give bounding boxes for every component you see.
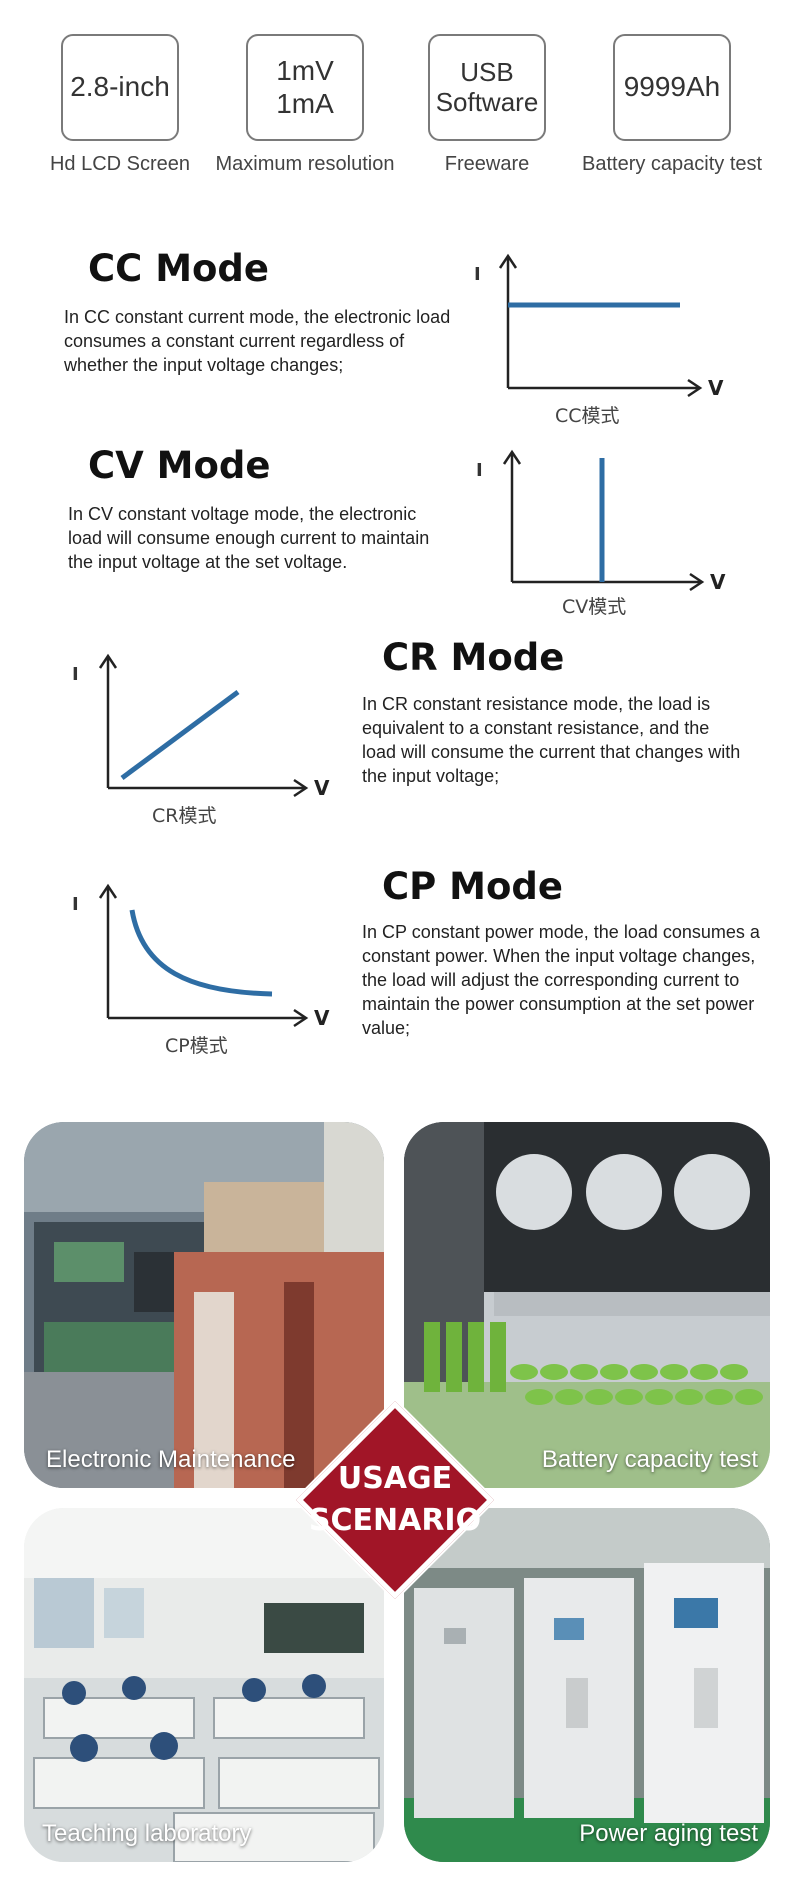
cv-mode-title: CV Mode <box>88 444 271 487</box>
cr-mode-description: In CR constant resistance mode, the load… <box>362 694 741 786</box>
spec-battery-value: 9999Ah <box>623 71 721 103</box>
spec-resolution-box: 1mV 1mA <box>246 34 364 141</box>
spec-software-caption: Freeware <box>444 153 530 175</box>
spec-resolution-value-2: 1mA <box>276 87 334 119</box>
cr-mode-graph: I V CR模式 <box>60 650 350 830</box>
spec-battery-box: 9999Ah <box>613 34 731 141</box>
cp-curve <box>129 909 273 997</box>
cr-axis-i-label: I <box>72 664 79 685</box>
tile-teaching-laboratory-label: Teaching laboratory <box>42 1820 252 1847</box>
tile-power-aging-test: Power aging test <box>404 1508 770 1862</box>
spec-screen: 2.8-inch Hd LCD Screen <box>30 34 210 176</box>
spec-screen-value: 2.8-inch <box>70 71 170 103</box>
cp-axis-v-label: V <box>314 1006 330 1030</box>
cp-mode-description: In CP constant power mode, the load cons… <box>362 922 760 1038</box>
spec-software-value-2: Software <box>435 86 539 117</box>
spec-software-value-1: USB <box>460 56 514 87</box>
cr-curve <box>120 689 240 781</box>
tile-electronic-maintenance-label: Electronic Maintenance <box>46 1446 296 1473</box>
cp-axis-i-label: I <box>72 894 79 915</box>
spec-resolution-caption: Maximum resolution <box>215 153 395 175</box>
cv-mode-description: In CV constant voltage mode, the electro… <box>68 504 430 572</box>
cv-mode-graph: I V CV模式 <box>462 448 742 628</box>
cp-mode-graph: I V CP模式 <box>60 880 350 1060</box>
spec-software: USB Software Freeware <box>397 34 577 176</box>
cv-axis-v-label: V <box>710 570 726 594</box>
cc-axis-i-label: I <box>474 264 481 285</box>
tile-power-aging-test-label: Power aging test <box>579 1820 758 1847</box>
cr-mode-title: CR Mode <box>382 636 565 679</box>
electronic-maintenance-photo <box>24 1122 384 1488</box>
spec-battery-caption: Battery capacity test <box>582 153 763 175</box>
spec-resolution: 1mV 1mA Maximum resolution <box>215 34 395 176</box>
battery-capacity-test-photo <box>404 1122 770 1488</box>
usage-scenario-text: USAGE SCENARIO <box>295 1458 495 1542</box>
spec-screen-caption: Hd LCD Screen <box>49 153 191 175</box>
spec-screen-box: 2.8-inch <box>61 34 179 141</box>
cc-axis-v-label: V <box>708 376 724 400</box>
usage-scenario-line2: SCENARIO <box>308 1503 482 1538</box>
cr-axis-v-label: V <box>314 776 330 800</box>
tile-teaching-laboratory: Teaching laboratory <box>24 1508 384 1862</box>
cp-mode-title: CP Mode <box>382 865 563 908</box>
power-aging-test-photo <box>404 1508 770 1862</box>
cc-mode-description: In CC constant current mode, the electro… <box>64 307 451 375</box>
usage-scenario-badge: USAGE SCENARIO <box>295 1400 495 1600</box>
spec-software-box: USB Software <box>428 34 546 141</box>
cc-mode-title: CC Mode <box>88 247 270 290</box>
cr-graph-caption: CR模式 <box>152 805 216 827</box>
tile-battery-capacity-test: Battery capacity test <box>404 1122 770 1488</box>
usage-scenario-line1: USAGE <box>337 1461 453 1496</box>
cc-mode-graph: I V CC模式 <box>460 250 740 430</box>
cc-graph-caption: CC模式 <box>555 405 620 427</box>
tile-electronic-maintenance: Electronic Maintenance <box>24 1122 384 1488</box>
cv-axis-i-label: I <box>476 460 483 481</box>
tile-battery-capacity-test-label: Battery capacity test <box>541 1446 758 1473</box>
cv-graph-caption: CV模式 <box>562 596 626 618</box>
cp-graph-caption: CP模式 <box>165 1035 228 1057</box>
teaching-laboratory-photo <box>24 1508 384 1862</box>
spec-resolution-value-1: 1mV <box>276 55 334 87</box>
spec-battery: 9999Ah Battery capacity test <box>582 34 762 176</box>
